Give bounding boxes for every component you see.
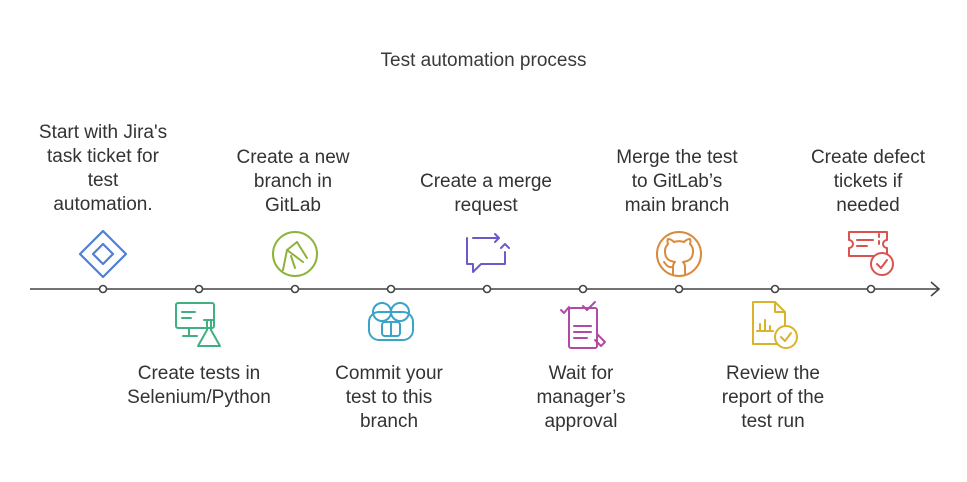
timeline-dot-9 [866, 284, 876, 294]
approval-icon [560, 301, 606, 349]
timeline-dot-7 [674, 284, 684, 294]
timeline-dot-6 [578, 284, 588, 294]
computer-lab-icon [175, 302, 221, 347]
jira-icon [78, 229, 128, 279]
diagram-title: Test automation process [380, 50, 587, 71]
github-icon [656, 231, 702, 277]
timeline-dot-3 [290, 284, 300, 294]
timeline-dot-4 [386, 284, 396, 294]
ticket-check-icon [848, 231, 894, 276]
timeline-dot-5 [482, 284, 492, 294]
branch-icon [272, 231, 318, 277]
timeline-dot-8 [770, 284, 780, 294]
merge-request-icon [466, 233, 510, 273]
report-icon [752, 301, 798, 349]
timeline-dot-1 [98, 284, 108, 294]
timeline-dot-2 [194, 284, 204, 294]
timeline-arrow-head [930, 281, 941, 297]
commit-icon [368, 302, 414, 341]
